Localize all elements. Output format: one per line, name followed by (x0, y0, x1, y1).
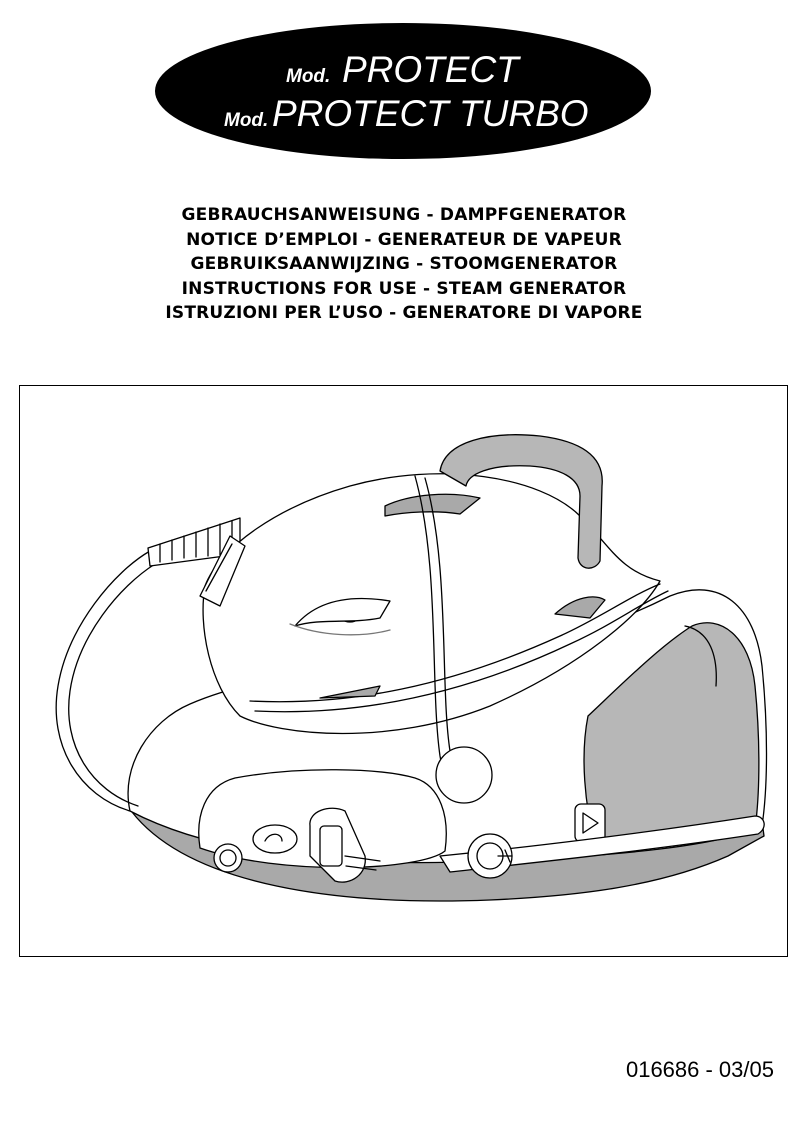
model-prefix-2: Mod. (224, 110, 268, 131)
subtitle-line-it: ISTRUZIONI PER L’USO - GENERATORE DI VAP… (165, 303, 643, 323)
subtitle-line-fr: NOTICE D’EMPLOI - GENERATEUR DE VAPEUR (186, 229, 622, 250)
iron-top-accent (384, 493, 481, 517)
lamp-indicator-icon (252, 824, 298, 854)
soleplate-grey-mark (554, 596, 606, 619)
model-name-2: PROTECT TURBO (272, 93, 589, 134)
iron-nose (199, 535, 246, 607)
cord-tube (439, 815, 765, 873)
model-prefix-1: Mod. (286, 66, 330, 87)
play-triangle-icon (582, 812, 599, 834)
subtitle-line-nl: GEBRUIKSAANWIJZING - STOOMGENERATOR (190, 254, 618, 274)
model-title-badge: Mod. PROTECT Mod. PROTECT TURBO (154, 22, 652, 160)
document-code: 016686 - 03/05 (625, 1057, 774, 1082)
soleplate-rail (249, 583, 661, 703)
iron-handle (439, 434, 603, 569)
subtitle-block: GEBRAUCHSANWEISUNG - DAMPFGENERATOR NOTI… (0, 203, 808, 326)
model-name-1: PROTECT (342, 49, 521, 90)
subtitle-line-de: GEBRAUCHSANWEISUNG - DAMPFGENERATOR (181, 205, 627, 225)
shell-hinge (435, 746, 493, 804)
subtitle-line-en: INSTRUCTIONS FOR USE - STEAM GENERATOR (181, 278, 627, 299)
product-illustration-frame (19, 385, 788, 957)
power-cord (55, 550, 151, 812)
steam-generator-iron-icon (55, 434, 768, 902)
